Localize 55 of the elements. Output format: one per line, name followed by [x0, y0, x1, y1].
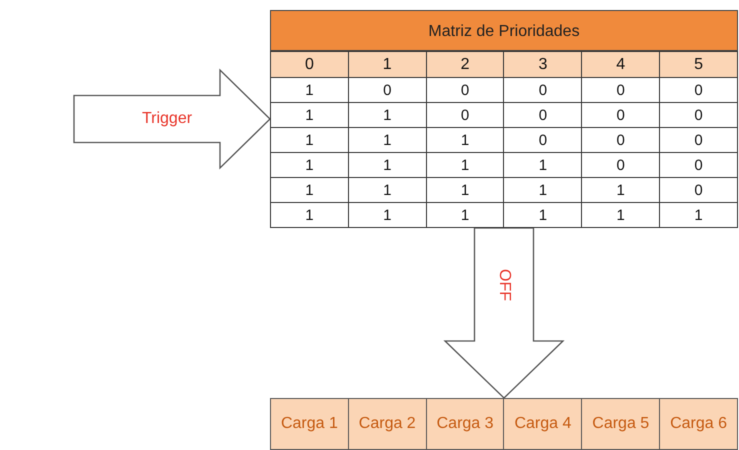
block-arrow	[443, 227, 565, 399]
column-header: 3	[504, 52, 582, 78]
edge-label: Trigger	[142, 110, 192, 128]
table-cell: 0	[660, 178, 738, 202]
table-cell: 0	[660, 128, 738, 152]
table-cell: 1	[270, 178, 348, 202]
load-cell: Carga 2	[348, 399, 427, 449]
table-title: Matriz de Prioridades	[270, 10, 738, 51]
edge-label: OFF	[495, 268, 513, 300]
table-cell: 1	[270, 202, 348, 228]
table-cell: 0	[582, 128, 660, 152]
table-cell: 1	[426, 178, 504, 202]
table-cell: 1	[660, 202, 738, 228]
table-cell: 0	[660, 152, 738, 178]
table-cell: 0	[660, 102, 738, 128]
table-cell: 1	[270, 128, 348, 152]
table-cell: 1	[582, 178, 660, 202]
table-cell: 0	[582, 102, 660, 128]
table-cell: 1	[348, 178, 426, 202]
priority-matrix	[270, 10, 738, 228]
table-cell: 1	[504, 178, 582, 202]
load-cell: Carga 4	[504, 399, 582, 449]
table-cell: 0	[426, 102, 504, 128]
table-cell: 1	[348, 102, 426, 128]
table-cell: 0	[348, 78, 426, 102]
table-cell: 1	[270, 102, 348, 128]
table-cell: 0	[582, 78, 660, 102]
table-cell: 0	[504, 128, 582, 152]
table-cell: 1	[270, 78, 348, 102]
load-cell: Carga 6	[660, 399, 737, 449]
table-cell: 1	[348, 202, 426, 228]
column-header: 1	[348, 52, 426, 78]
table-cell: 1	[270, 152, 348, 178]
column-header: 0	[270, 52, 348, 78]
table-cell: 1	[348, 128, 426, 152]
table-cell: 0	[426, 78, 504, 102]
table-cell: 1	[504, 152, 582, 178]
table-cell: 0	[504, 78, 582, 102]
column-header: 4	[582, 52, 660, 78]
table-cell: 1	[426, 128, 504, 152]
block-arrow	[73, 68, 271, 170]
table-cell: 1	[504, 202, 582, 228]
table-cell: 1	[426, 152, 504, 178]
table-cell: 0	[582, 152, 660, 178]
table-cell: 0	[504, 102, 582, 128]
table-cell: 1	[426, 202, 504, 228]
load-row	[270, 398, 738, 450]
table-cell: 1	[348, 152, 426, 178]
table-cell: 0	[660, 78, 738, 102]
load-cell: Carga 1	[271, 399, 349, 449]
column-header: 5	[660, 52, 738, 78]
column-header: 2	[426, 52, 504, 78]
load-cell: Carga 5	[582, 399, 660, 449]
table-cell: 1	[582, 202, 660, 228]
load-cell: Carga 3	[426, 399, 504, 449]
